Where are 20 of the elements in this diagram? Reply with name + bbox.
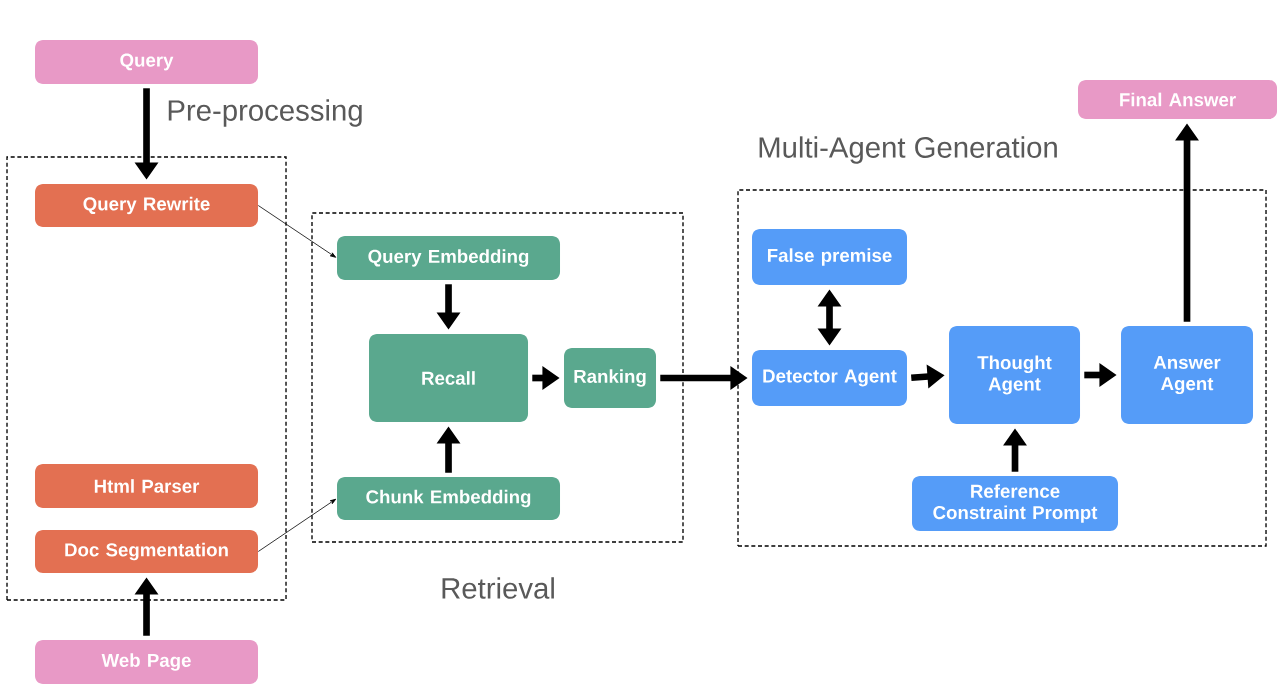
- process-box: Query: [35, 40, 258, 84]
- process-box: Detector Agent: [752, 350, 907, 406]
- process-box: Html Parser: [35, 464, 258, 508]
- process-box: Query Rewrite: [35, 184, 258, 227]
- process-box: Reference Constraint Prompt: [912, 476, 1118, 531]
- process-box: Doc Segmentation: [35, 530, 258, 573]
- process-box: Ranking: [564, 348, 656, 408]
- arrow: [257, 205, 337, 258]
- process-box: Query Embedding: [337, 236, 560, 280]
- group-heading: Pre-processing: [168, 99, 362, 127]
- process-box: Answer Agent: [1121, 326, 1253, 424]
- group-heading: Multi-Agent Generation: [759, 136, 1057, 164]
- process-box: Thought Agent: [949, 326, 1080, 424]
- process-box: Recall: [369, 334, 528, 422]
- process-box: Final Answer: [1078, 80, 1277, 119]
- process-box: False premise: [752, 229, 907, 285]
- arrow: [257, 498, 337, 552]
- group-heading: Retrieval: [442, 577, 554, 599]
- process-box: Chunk Embedding: [337, 477, 560, 520]
- process-box: Web Page: [35, 640, 258, 684]
